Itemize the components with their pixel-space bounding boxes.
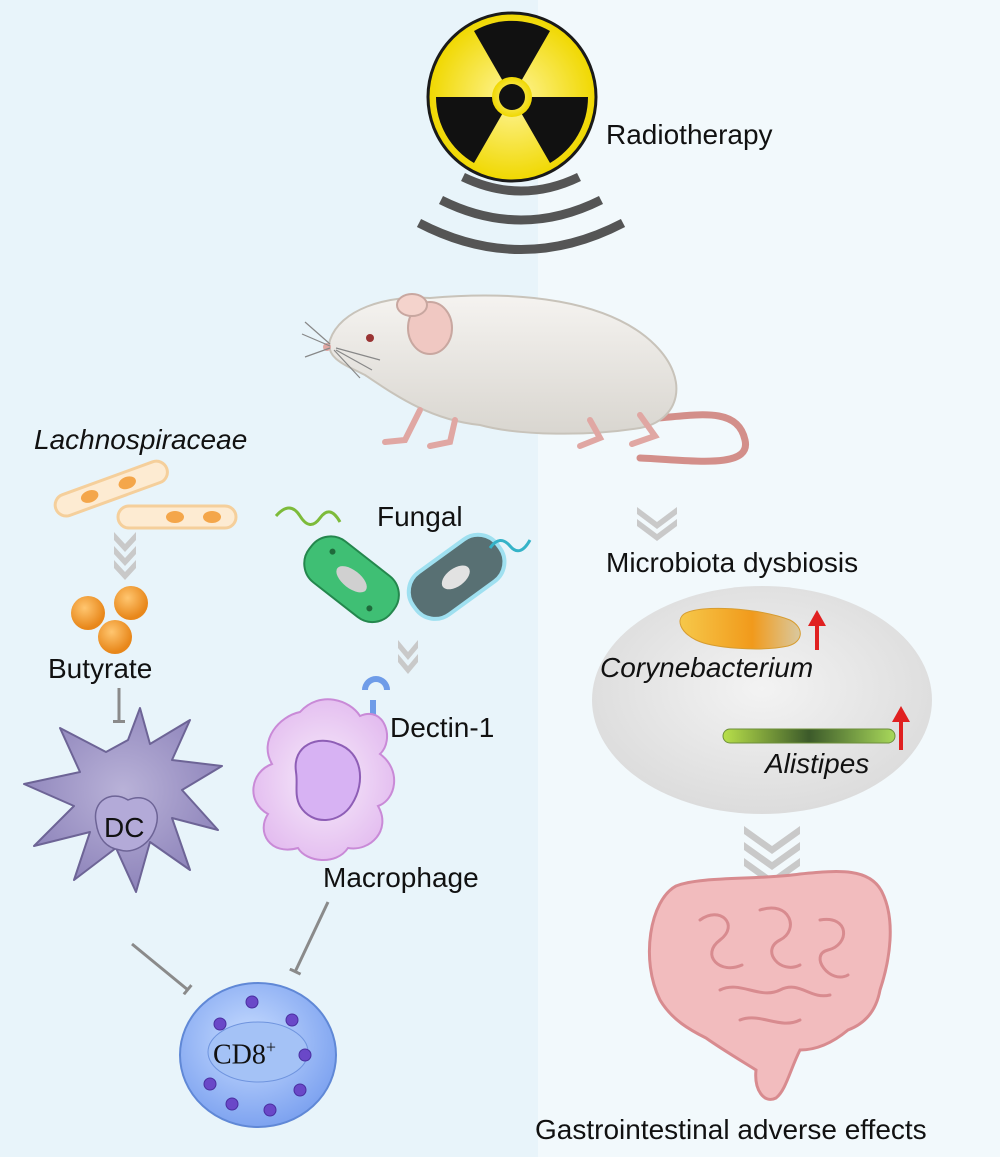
arrow-down-icon	[114, 532, 136, 580]
up-arrow-icon	[808, 610, 826, 650]
cd8-label-base: CD8	[213, 1039, 266, 1071]
inhibition-dc-cd8	[131, 942, 193, 996]
microbiota-dysbiosis-label: Microbiota dysbiosis	[606, 547, 859, 578]
cd8-label: CD8+	[213, 1038, 276, 1069]
radiation-symbol-icon	[426, 11, 598, 183]
fungal-label: Fungal	[377, 501, 463, 532]
cd8-label-superscript: +	[265, 1037, 277, 1057]
gastrointestinal-effects-label: Gastrointestinal adverse effects	[535, 1114, 927, 1145]
alistipes-label: Alistipes	[765, 748, 870, 779]
arrow-down-icon	[637, 507, 677, 541]
macrophage-icon	[252, 698, 396, 862]
corynebacterium-bacteria-icon	[679, 607, 801, 650]
fungal-organisms-icon	[274, 506, 532, 624]
corynebacterium-label: Corynebacterium	[600, 652, 814, 683]
butyrate-label: Butyrate	[48, 653, 153, 684]
lachnospiraceae-bacteria-icon	[53, 459, 238, 530]
radiotherapy-label: Radiotherapy	[606, 119, 773, 150]
inhibition-macrophage-cd8	[289, 901, 330, 976]
arrow-down-icon	[398, 640, 418, 674]
macrophage-label: Macrophage	[323, 862, 479, 893]
mouse-icon	[301, 293, 749, 465]
dysbiosis-ellipse	[592, 586, 932, 814]
intestine-icon	[647, 870, 892, 1101]
butyrate-molecules-icon	[71, 586, 148, 654]
up-arrow-icon	[892, 706, 910, 750]
lachnospiraceae-label: Lachnospiraceae	[34, 424, 248, 455]
alistipes-bacteria-icon	[722, 728, 896, 744]
cd8-t-cell-icon	[179, 982, 337, 1128]
dendritic-cell-icon	[23, 707, 223, 893]
dectin1-label: Dectin-1	[390, 712, 495, 743]
dc-label: DC	[104, 812, 145, 843]
radiation-waves-icon	[416, 172, 626, 254]
